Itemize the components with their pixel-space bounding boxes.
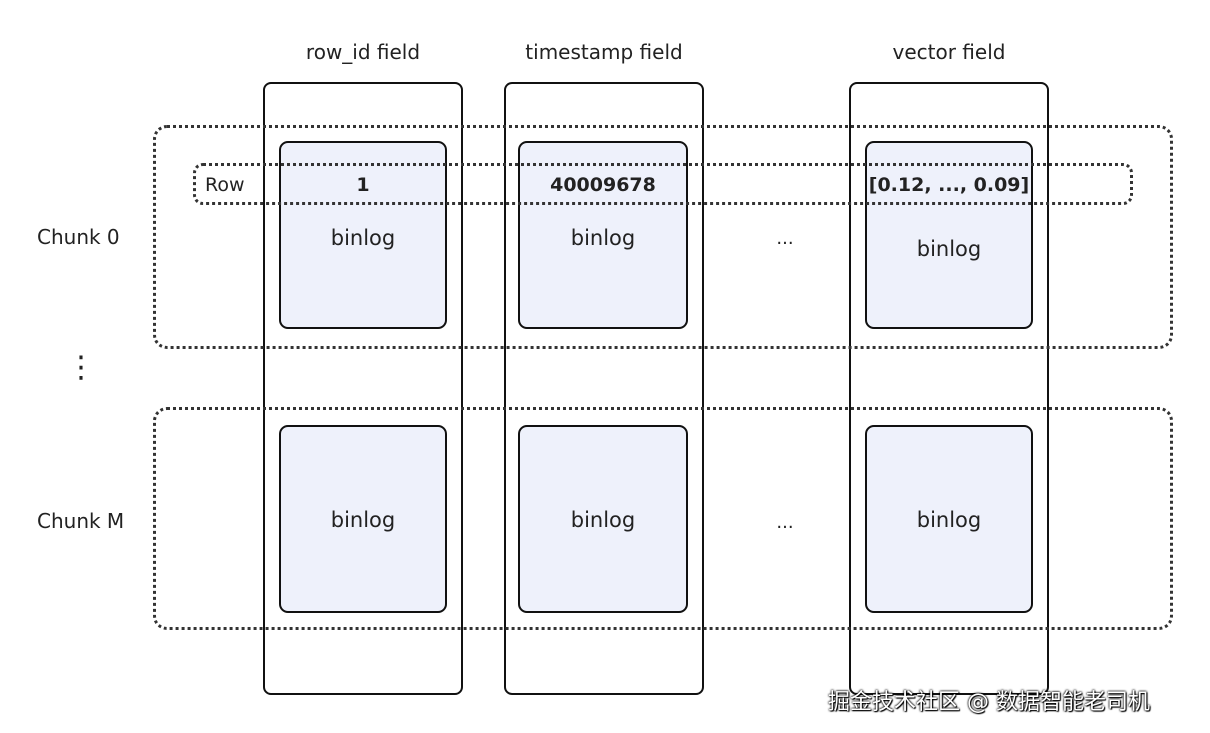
binlog-label-chunkm-timestamp: binlog bbox=[570, 508, 636, 532]
field-title-vector: vector field bbox=[892, 40, 1006, 64]
binlog-label-chunk0-row-id: binlog bbox=[330, 226, 396, 250]
vertical-ellipsis: ⋮ bbox=[66, 350, 96, 385]
field-column-timestamp bbox=[504, 82, 704, 695]
row-value-vector: [0.12, ..., 0.09] bbox=[868, 174, 1030, 196]
binlog-label-chunkm-vector: binlog bbox=[916, 508, 982, 532]
watermark-text: 掘金技术社区 @ 数据智能老司机 bbox=[828, 690, 1150, 715]
chunk-0-frame bbox=[153, 125, 1173, 349]
field-column-vector bbox=[849, 82, 1049, 695]
chunk-label-m: Chunk M bbox=[37, 509, 125, 533]
binlog-cell-chunkm-row-id bbox=[279, 425, 447, 613]
chunk-label-0: Chunk 0 bbox=[37, 225, 120, 249]
binlog-cell-chunkm-vector bbox=[865, 425, 1033, 613]
field-title-timestamp: timestamp field bbox=[525, 40, 683, 64]
ellipsis-chunkm: ... bbox=[776, 512, 794, 533]
binlog-cell-chunkm-timestamp bbox=[518, 425, 688, 613]
binlog-cell-chunk0-row-id bbox=[279, 141, 447, 329]
binlog-label-chunk0-vector: binlog bbox=[916, 237, 982, 261]
field-title-row-id: row_id field bbox=[305, 40, 421, 64]
field-column-row-id bbox=[263, 82, 463, 695]
row-value-timestamp: 40009678 bbox=[550, 174, 656, 196]
chunk-m-frame bbox=[153, 407, 1173, 630]
row-frame bbox=[193, 163, 1133, 205]
binlog-cell-chunk0-timestamp bbox=[518, 141, 688, 329]
ellipsis-chunk0: ... bbox=[776, 228, 794, 249]
binlog-label-chunkm-row-id: binlog bbox=[330, 508, 396, 532]
binlog-label-chunk0-timestamp: binlog bbox=[570, 226, 636, 250]
row-label: Row bbox=[205, 174, 245, 196]
binlog-cell-chunk0-vector bbox=[865, 141, 1033, 329]
row-value-row-id: 1 bbox=[356, 174, 370, 196]
